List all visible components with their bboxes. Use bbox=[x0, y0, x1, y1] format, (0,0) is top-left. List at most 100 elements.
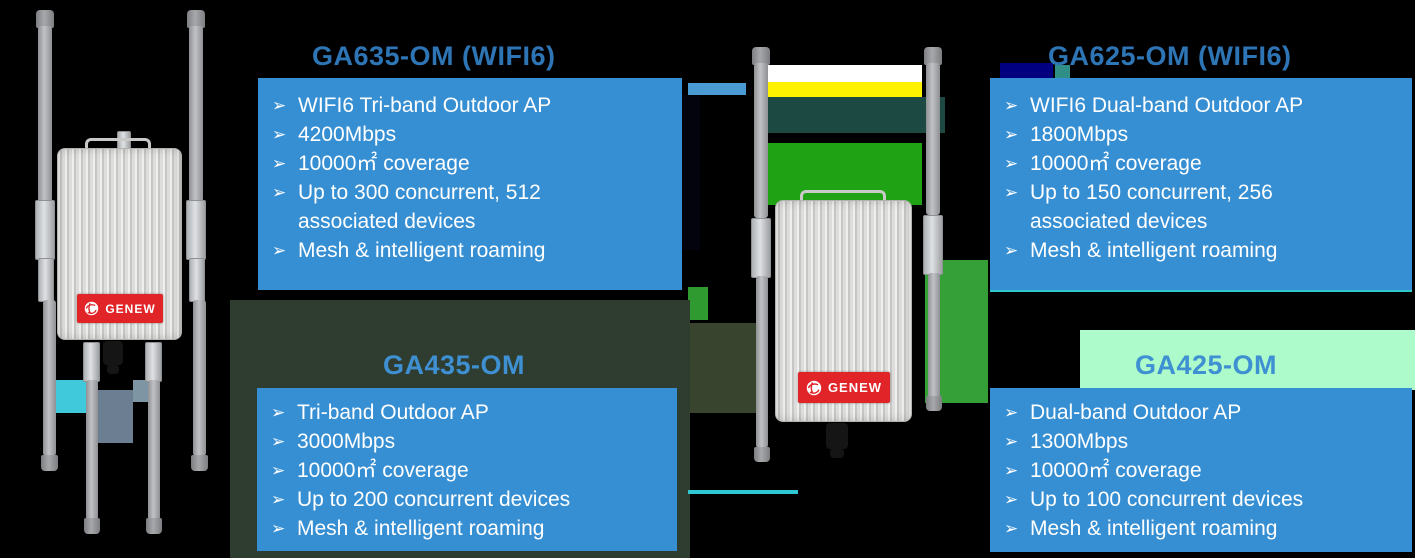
arrow-bullet-icon: ➢ bbox=[1004, 241, 1019, 260]
feature-item: ➢ 3000Mbps bbox=[271, 427, 667, 456]
feature-list: ➢ WIFI6 Dual-band Outdoor AP ➢ 1800Mbps ➢ 100… bbox=[1004, 91, 1402, 265]
feature-item: ➢ 10000㎡ coverage bbox=[1004, 149, 1402, 178]
antenna-down bbox=[928, 273, 940, 398]
antenna-cap bbox=[36, 10, 54, 28]
arrow-bullet-icon: ➢ bbox=[1004, 403, 1019, 422]
feature-box-ga635: ➢WIFI6 Tri-band Outdoor AP➢4200Mbps➢1000… bbox=[258, 78, 682, 290]
antenna bbox=[189, 26, 203, 202]
feature-text: Tri-band Outdoor AP bbox=[297, 401, 489, 424]
feature-text: 3000Mbps bbox=[297, 430, 396, 453]
feature-item: ➢ 1800Mbps bbox=[1004, 120, 1402, 149]
antenna bbox=[38, 26, 52, 202]
arrow-bullet-icon: ➢ bbox=[271, 432, 286, 451]
bg-artifact bbox=[682, 95, 700, 250]
genew-logo-icon bbox=[806, 380, 822, 395]
feature-item: ➢ WIFI6 Tri-band Outdoor AP bbox=[272, 91, 672, 120]
antenna-cap bbox=[84, 518, 100, 534]
bg-artifact bbox=[1080, 330, 1415, 390]
antenna-connector bbox=[38, 258, 54, 302]
bg-artifact bbox=[53, 380, 88, 413]
feature-item: ➢ Tri-band Outdoor AP bbox=[271, 398, 667, 427]
feature-text: 10000㎡ coverage bbox=[298, 152, 470, 175]
feature-text: Up to 150 concurrent, 256 associated dev… bbox=[1030, 181, 1273, 233]
mount-handle bbox=[85, 138, 151, 152]
feature-item: ➢Up to 200 concurrent devices bbox=[271, 485, 667, 514]
feature-text: Up to 100 concurrent devices bbox=[1030, 488, 1304, 511]
bg-artifact bbox=[765, 65, 922, 82]
bg-artifact bbox=[765, 143, 922, 205]
antenna-down bbox=[148, 380, 160, 520]
feature-text: WIFI6 Tri-band Outdoor AP bbox=[298, 94, 552, 117]
antenna-cap bbox=[41, 455, 58, 471]
cable-gland bbox=[826, 423, 848, 449]
antenna-cap bbox=[146, 518, 162, 534]
feature-text: 10000㎡ coverage bbox=[1030, 152, 1202, 175]
product-title-ga635: GA635-OM (WIFI6) bbox=[312, 41, 556, 71]
arrow-bullet-icon: ➢ bbox=[1004, 519, 1019, 538]
feature-text: Mesh & intelligent roaming bbox=[1030, 239, 1278, 262]
feature-text: Mesh & intelligent roaming bbox=[298, 239, 546, 262]
feature-text: 10000㎡ coverage bbox=[1030, 459, 1202, 482]
arrow-bullet-icon: ➢ bbox=[1004, 461, 1019, 480]
product-title-ga625: GA625-OM (WIFI6) bbox=[1048, 41, 1292, 71]
feature-list: ➢ Tri-band Outdoor AP ➢ 3000Mbps ➢ 10000㎡ cov… bbox=[271, 398, 667, 543]
feature-text: 1300Mbps bbox=[1030, 430, 1129, 453]
genew-logo-text: GENEW bbox=[827, 380, 883, 395]
antenna-connector bbox=[35, 200, 55, 260]
arrow-bullet-icon: ➢ bbox=[1004, 490, 1019, 509]
arrow-bullet-icon: ➢ bbox=[1004, 154, 1019, 173]
genew-logo-plate: GENEW bbox=[798, 372, 890, 403]
arrow-bullet-icon: ➢ bbox=[1004, 125, 1019, 144]
bg-artifact bbox=[688, 323, 765, 413]
arrow-bullet-icon: ➢ bbox=[1004, 96, 1019, 115]
feature-item: ➢ Up to 150 concurrent, 256 associated de… bbox=[1004, 178, 1402, 236]
genew-logo-plate: GENEW bbox=[77, 294, 163, 323]
feature-item: ➢ 4200Mbps bbox=[272, 120, 672, 149]
feature-text: 1800Mbps bbox=[1030, 123, 1129, 146]
feature-item: ➢10000㎡ coverage bbox=[272, 149, 672, 178]
antenna-cap bbox=[191, 455, 208, 471]
arrow-bullet-icon: ➢ bbox=[272, 96, 287, 115]
feature-text: WIFI6 Dual-band Outdoor AP bbox=[1030, 94, 1304, 117]
feature-item: ➢ WIFI6 Dual-band Outdoor AP bbox=[1004, 91, 1402, 120]
feature-text: 4200Mbps bbox=[298, 123, 397, 146]
feature-box-ga625: ➢ WIFI6 Dual-band Outdoor AP ➢ 1800Mbps ➢ 100… bbox=[990, 78, 1412, 290]
arrow-bullet-icon: ➢ bbox=[271, 461, 286, 480]
feature-box-ga425: ➢Dual-band Outdoor AP➢1300Mbps➢10000㎡ co… bbox=[990, 388, 1412, 552]
cable-gland bbox=[103, 341, 123, 365]
antenna-connector bbox=[186, 200, 206, 260]
antenna-cap bbox=[924, 47, 942, 65]
genew-logo-text: GENEW bbox=[105, 301, 156, 316]
antenna-connector bbox=[923, 215, 943, 275]
feature-item: ➢ Mesh & intelligent roaming bbox=[1004, 236, 1402, 265]
antenna-down bbox=[86, 380, 98, 520]
feature-item: ➢ 10000㎡ coverage bbox=[271, 456, 667, 485]
feature-text: 10000㎡ coverage bbox=[297, 459, 469, 482]
arrow-bullet-icon: ➢ bbox=[271, 490, 286, 509]
antenna-connector bbox=[145, 342, 162, 382]
antenna bbox=[754, 63, 768, 218]
arrow-bullet-icon: ➢ bbox=[271, 403, 286, 422]
arrow-bullet-icon: ➢ bbox=[272, 241, 287, 260]
antenna-cap bbox=[187, 10, 205, 28]
mount-handle bbox=[800, 190, 886, 204]
feature-text: Up to 300 concurrent, 512 associated dev… bbox=[298, 181, 541, 233]
bg-artifact bbox=[1000, 63, 1053, 82]
antenna-down bbox=[193, 300, 206, 456]
arrow-bullet-icon: ➢ bbox=[1004, 183, 1019, 202]
antenna-cap bbox=[752, 47, 770, 65]
antenna-cap bbox=[754, 447, 770, 462]
arrow-bullet-icon: ➢ bbox=[1004, 432, 1019, 451]
bg-artifact bbox=[688, 83, 746, 95]
antenna-connector bbox=[83, 342, 100, 382]
feature-item: ➢Mesh & intelligent roaming bbox=[271, 514, 667, 543]
feature-text: Mesh & intelligent roaming bbox=[1030, 517, 1278, 540]
product-title-ga425: GA425-OM bbox=[1135, 350, 1278, 380]
arrow-bullet-icon: ➢ bbox=[272, 125, 287, 144]
feature-item: ➢ Up to 100 concurrent devices bbox=[1004, 485, 1402, 514]
antenna-connector bbox=[189, 258, 205, 302]
feature-box-ga435: ➢ Tri-band Outdoor AP ➢ 3000Mbps ➢ 10000㎡ cov… bbox=[257, 388, 677, 551]
bg-artifact bbox=[688, 287, 708, 320]
bg-artifact bbox=[1055, 65, 1070, 82]
